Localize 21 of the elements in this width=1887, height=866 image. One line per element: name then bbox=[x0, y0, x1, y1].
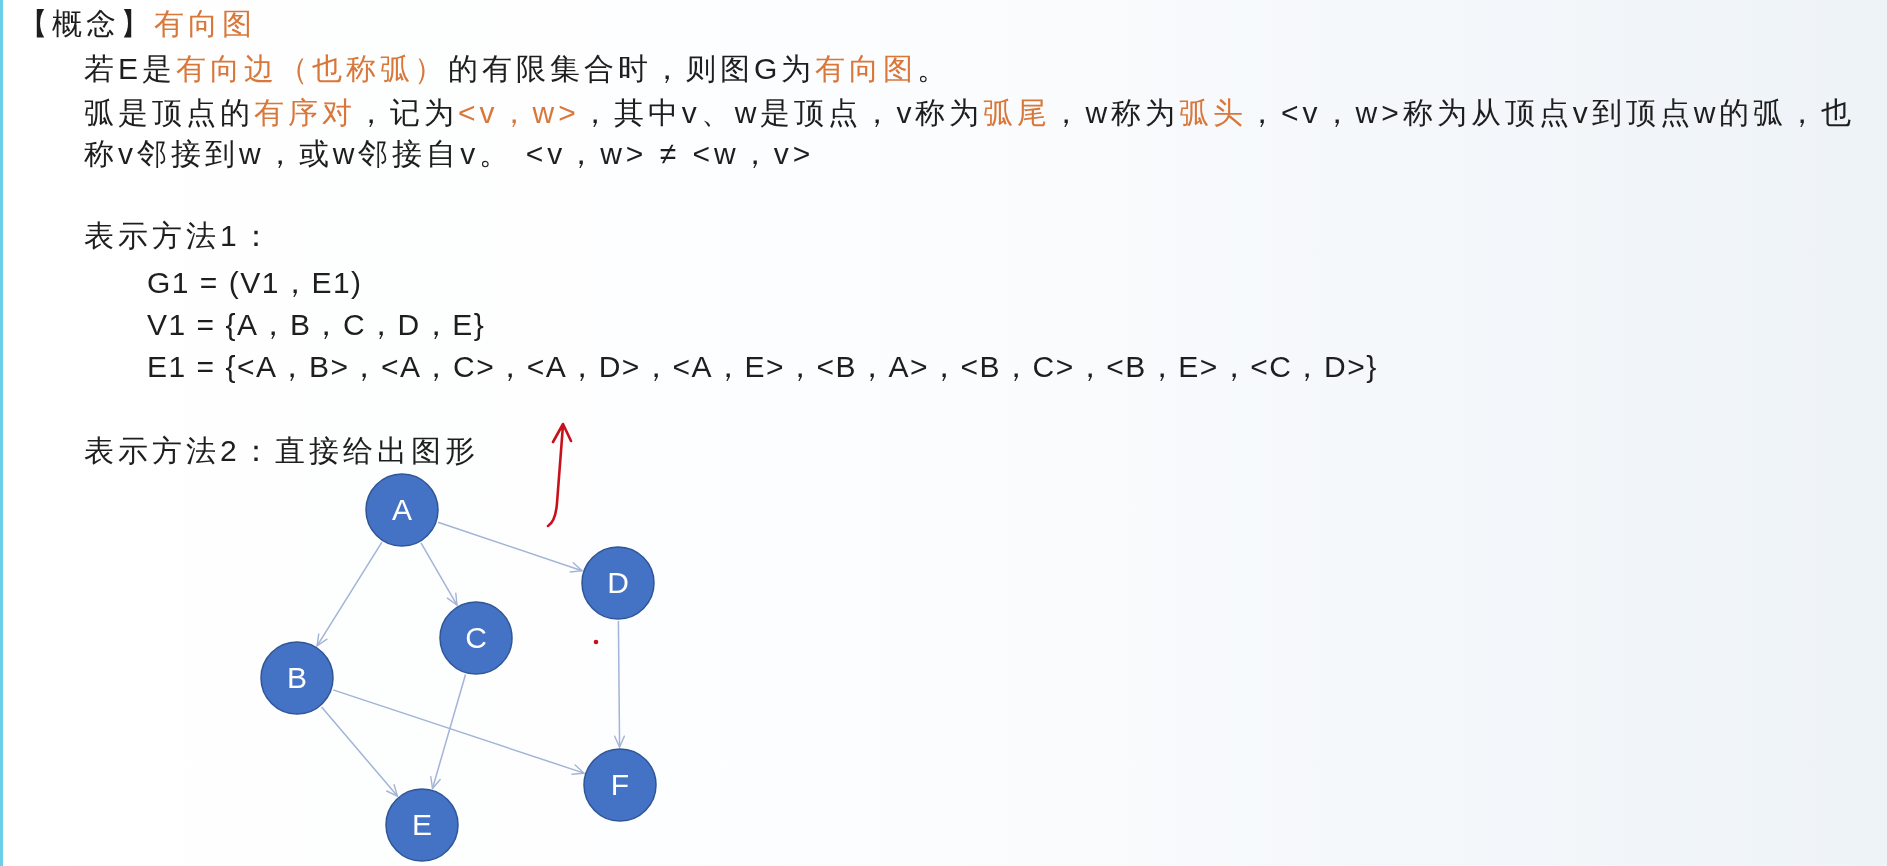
arrow bbox=[420, 542, 458, 606]
arrow bbox=[613, 620, 626, 748]
vertex-circle: D bbox=[581, 546, 655, 620]
arrow bbox=[430, 673, 467, 790]
formula: G1 = (V1，E1) bbox=[147, 265, 363, 301]
arrow bbox=[332, 689, 585, 775]
formula: V1 = {A，B，C，D，E} bbox=[147, 307, 486, 343]
formula: E1 = {<A，B>，<A，C>，<A，D>，<A，E>，<B，A>，<B，C>，<B，E>，<C，D>} bbox=[147, 349, 1378, 385]
paragraph: 若E是有向边（也称弧）的有限集合时，则图G为有向图。 bbox=[84, 51, 952, 87]
paragraph: 弧是顶点的有序对，记为<v，w>，其中v、w是顶点，v称为弧尾，w称为弧头，<v，w>称为从顶点v到顶点w的弧，也称v邻接到w，或w邻接自v。 <v，w> ≠ <w，v> bbox=[84, 95, 1857, 172]
arrow bbox=[437, 521, 583, 573]
arrow bbox=[316, 541, 383, 647]
vertex-circle: A bbox=[365, 473, 439, 547]
vertex-circle: B bbox=[260, 641, 334, 715]
vertex-circle: C bbox=[439, 601, 513, 675]
section-heading: 表示方法2：直接给出图形 bbox=[84, 433, 479, 469]
section-heading: 表示方法1： bbox=[84, 218, 275, 254]
vertex-circle: E bbox=[385, 788, 459, 862]
vertex-circle: F bbox=[583, 748, 657, 822]
heading: 【概念】有向图 bbox=[18, 6, 256, 42]
arrow bbox=[320, 706, 399, 797]
